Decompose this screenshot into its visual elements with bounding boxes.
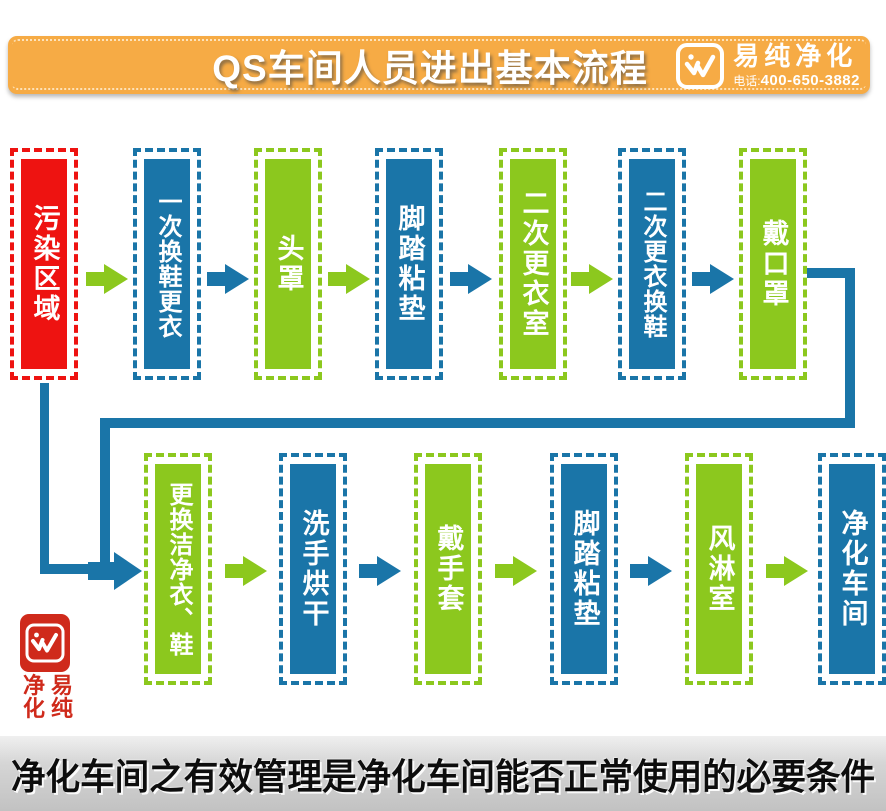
- phone-label: 电话:: [733, 73, 761, 88]
- flow-node-top-1: 污染区域: [10, 148, 78, 380]
- seal-characters: 净易化纯: [20, 674, 76, 720]
- header-banner: QS车间人员进出基本流程 易纯净化 电话:400-650-3882: [8, 36, 870, 94]
- connector-line: [845, 268, 855, 428]
- flow-node-fill: 头罩: [265, 159, 311, 369]
- flow-node-label: 风淋室: [704, 524, 735, 614]
- connector-line: [796, 268, 855, 278]
- flow-node-label: 更换洁净衣、鞋: [165, 481, 192, 657]
- flow-node-fill: 更换洁净衣、鞋: [155, 464, 201, 674]
- flow-arrow-icon: [225, 556, 267, 586]
- flow-node-fill: 二次更衣换鞋: [629, 159, 675, 369]
- flow-node-label: 洗手烘干: [298, 509, 329, 629]
- flow-node-top-2: 一次换鞋更衣: [133, 148, 201, 380]
- flow-node-label: 戴口罩: [758, 219, 789, 309]
- flow-node-bottom-1: 更换洁净衣、鞋: [144, 453, 212, 685]
- seal-char: 化: [22, 696, 45, 721]
- flow-node-label: 头罩: [273, 234, 304, 294]
- flow-node-bottom-4: 脚踏粘垫: [550, 453, 618, 685]
- brand-logo-icon: [676, 43, 725, 89]
- flow-arrow-icon: [328, 264, 370, 294]
- flow-node-fill: 脚踏粘垫: [561, 464, 607, 674]
- connector-line: [100, 418, 855, 428]
- connector-line: [40, 383, 49, 574]
- flow-arrow-icon: [571, 264, 613, 294]
- flow-node-bottom-2: 洗手烘干: [279, 453, 347, 685]
- seal-char: 纯: [50, 696, 73, 721]
- seal-char: 易: [50, 673, 73, 698]
- flow-node-fill: 一次换鞋更衣: [144, 159, 190, 369]
- brand-text: 易纯净化 电话:400-650-3882: [733, 41, 860, 89]
- flow-node-fill: 脚踏粘垫: [386, 159, 432, 369]
- footer-strip: 净化车间之有效管理是净化车间能否正常使用的必要条件: [0, 736, 886, 811]
- footer-slogan: 净化车间之有效管理是净化车间能否正常使用的必要条件: [11, 755, 876, 797]
- flow-node-label: 一次换鞋更衣: [154, 189, 181, 339]
- flow-node-fill: 污染区域: [21, 159, 67, 369]
- flow-arrow-icon: [495, 556, 537, 586]
- flow-node-top-6: 二次更衣换鞋: [618, 148, 686, 380]
- flow-node-label: 二次更衣室: [518, 189, 549, 339]
- connector-line: [100, 418, 110, 574]
- company-seal: 净易化纯: [20, 614, 76, 720]
- flow-node-fill: 风淋室: [696, 464, 742, 674]
- flow-node-label: 净化车间: [837, 509, 868, 629]
- seal-logo-icon: [20, 614, 70, 672]
- page-title: QS车间人员进出基本流程: [212, 48, 648, 89]
- flow-node-fill: 戴口罩: [750, 159, 796, 369]
- brand-name: 易纯净化: [733, 41, 858, 72]
- flow-node-label: 戴手套: [433, 524, 464, 614]
- flow-arrow-icon: [359, 556, 401, 586]
- flow-node-top-4: 脚踏粘垫: [375, 148, 443, 380]
- flow-node-bottom-5: 风淋室: [685, 453, 753, 685]
- flow-node-fill: 洗手烘干: [290, 464, 336, 674]
- flow-node-top-5: 二次更衣室: [499, 148, 567, 380]
- flow-node-fill: 戴手套: [425, 464, 471, 674]
- phone-number: 400-650-3882: [760, 71, 860, 89]
- flow-arrow-icon: [450, 264, 492, 294]
- flow-node-bottom-3: 戴手套: [414, 453, 482, 685]
- flow-arrow-icon: [630, 556, 672, 586]
- seal-char: 净: [22, 673, 45, 698]
- flow-node-label: 脚踏粘垫: [569, 509, 600, 629]
- flow-node-label: 脚踏粘垫: [394, 204, 425, 324]
- flow-node-fill: 二次更衣室: [510, 159, 556, 369]
- flow-node-fill: 净化车间: [829, 464, 875, 674]
- flow-arrow-icon: [766, 556, 808, 586]
- flow-node-top-3: 头罩: [254, 148, 322, 380]
- brand-phone: 电话:400-650-3882: [733, 72, 860, 89]
- flow-arrow-icon: [692, 264, 734, 294]
- connector-line: [40, 564, 100, 574]
- flow-node-top-7: 戴口罩: [739, 148, 807, 380]
- brand-block: 易纯净化 电话:400-650-3882: [676, 43, 860, 89]
- connector-arrow-icon: [88, 552, 142, 590]
- flow-node-bottom-6: 净化车间: [818, 453, 886, 685]
- flow-arrow-icon: [86, 264, 128, 294]
- flow-node-label: 污染区域: [29, 204, 60, 324]
- flow-node-label: 二次更衣换鞋: [639, 189, 666, 339]
- flow-arrow-icon: [207, 264, 249, 294]
